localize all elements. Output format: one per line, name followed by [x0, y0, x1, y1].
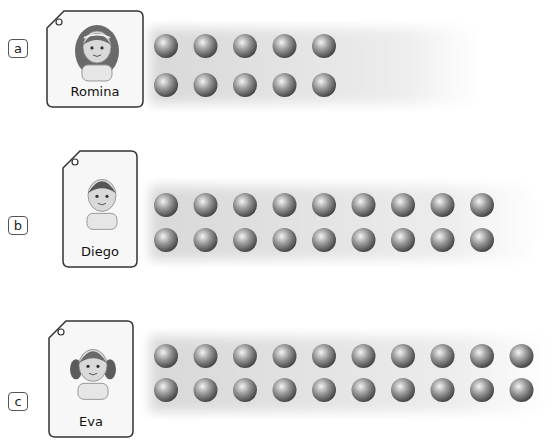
- bead: [233, 193, 257, 217]
- name-tag: Eva: [48, 320, 134, 438]
- bead: [312, 378, 336, 402]
- bead: [470, 228, 494, 252]
- bead: [273, 73, 297, 97]
- bead: [233, 73, 257, 97]
- shadow-band: [150, 336, 550, 412]
- child-portrait: [70, 349, 116, 399]
- item-letter-box: c: [8, 392, 28, 411]
- bead: [312, 193, 336, 217]
- bead: [154, 73, 178, 97]
- bead: [470, 193, 494, 217]
- bead: [194, 344, 218, 368]
- bead: [431, 378, 455, 402]
- child-name: Romina: [46, 84, 144, 99]
- item-letter: a: [14, 42, 22, 55]
- child-name: Diego: [62, 244, 138, 259]
- bead: [273, 344, 297, 368]
- item-letter: c: [14, 395, 21, 408]
- bead: [194, 378, 218, 402]
- bead: [273, 378, 297, 402]
- bead: [510, 344, 534, 368]
- item-letter-box: b: [8, 216, 28, 235]
- bead: [194, 193, 218, 217]
- item-letter: b: [14, 219, 22, 232]
- bead: [431, 193, 455, 217]
- bead: [352, 378, 376, 402]
- bead: [273, 34, 297, 58]
- bead: [312, 228, 336, 252]
- bead: [194, 73, 218, 97]
- bead: [391, 344, 415, 368]
- bead: [233, 344, 257, 368]
- bead: [154, 193, 178, 217]
- bead: [154, 228, 178, 252]
- bead: [391, 228, 415, 252]
- shadow-band: [150, 186, 540, 260]
- bead: [233, 378, 257, 402]
- bead: [154, 378, 178, 402]
- bead: [352, 193, 376, 217]
- bead: [312, 73, 336, 97]
- bead: [431, 344, 455, 368]
- bead: [194, 228, 218, 252]
- name-tag: Diego: [62, 150, 138, 268]
- bead: [233, 34, 257, 58]
- bead: [470, 378, 494, 402]
- bead: [391, 193, 415, 217]
- bead: [510, 378, 534, 402]
- child-portrait: [87, 179, 117, 229]
- item-letter-box: a: [8, 39, 28, 58]
- bead: [233, 228, 257, 252]
- child-portrait: [75, 25, 119, 81]
- bead: [391, 378, 415, 402]
- shadow-band: [150, 28, 480, 104]
- bead: [273, 228, 297, 252]
- bead: [194, 34, 218, 58]
- bead: [352, 344, 376, 368]
- name-tag: Romina: [46, 10, 144, 108]
- bead: [154, 34, 178, 58]
- bead: [312, 344, 336, 368]
- bead: [312, 34, 336, 58]
- child-name: Eva: [48, 414, 134, 429]
- bead: [154, 344, 178, 368]
- bead: [431, 228, 455, 252]
- bead: [470, 344, 494, 368]
- bead: [352, 228, 376, 252]
- bead: [273, 193, 297, 217]
